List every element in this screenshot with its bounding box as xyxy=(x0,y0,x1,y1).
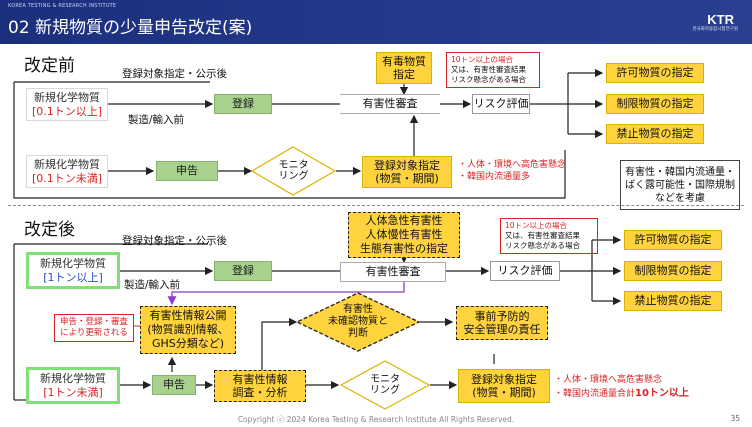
after-preventive: 事前予防的 安全管理の責任 xyxy=(456,306,548,340)
before-permit: 許可物質の指定 xyxy=(606,63,704,83)
section-before: 改定前 xyxy=(24,56,75,76)
before-restrict: 制限物質の指定 xyxy=(606,94,704,114)
after-chem-large: 新規化学物質 [1トン以上] xyxy=(26,252,120,289)
section-after: 改定後 xyxy=(24,220,75,240)
after-restrict: 制限物質の指定 xyxy=(624,261,722,281)
before-monitoring: モニタ リング xyxy=(251,146,336,196)
before-outer-loop xyxy=(13,82,566,199)
section-divider xyxy=(8,205,744,206)
page-title: 02 新規物質の少量申告改定(案) xyxy=(8,18,253,38)
after-risk-eval: リスク評価 xyxy=(490,261,560,281)
after-hazard-review: 有害性審査 xyxy=(340,262,446,282)
after-prohibit: 禁止物質の指定 xyxy=(624,291,722,311)
before-report: 申告 xyxy=(156,161,218,181)
after-report: 申告 xyxy=(152,375,196,395)
after-disclosure: 有害性情報公開 (物質識別情報、 GHS分類など) xyxy=(140,306,236,354)
ktr-logo-subtitle: 한국화학융합시험연구원 xyxy=(692,27,738,32)
before-label-manufacture: 製造/輸入前 xyxy=(128,114,185,126)
before-register: 登録 xyxy=(214,94,272,114)
copyright: Copyright ⓒ 2024 Korea Testing & Researc… xyxy=(237,415,515,424)
before-reg-target: 登録対象指定 (物質・期間) xyxy=(362,156,452,188)
before-consideration: 有害性・韓国内流通量・ ばく露可能性・国際規制 などを考慮 xyxy=(620,160,740,210)
after-update-note: 申告・登録・審査 により更新される xyxy=(54,314,134,342)
after-survey: 有害性情報 調査・分析 xyxy=(214,370,306,402)
before-label-designation: 登録対象指定・公示後 xyxy=(122,68,227,80)
before-note-10t: 10トン以上の場合 又は、有害性審査結果 リスク懸念がある場合 xyxy=(446,52,540,88)
before-hazard-review: 有害性審査 xyxy=(340,94,440,114)
after-register: 登録 xyxy=(214,261,272,281)
after-reg-target: 登録対象指定 (物質・期間) xyxy=(458,369,550,403)
before-prohibit: 禁止物質の指定 xyxy=(606,124,704,144)
before-chem-small: 新規化学物質 [0.1トン未満] xyxy=(26,155,108,188)
after-concern: ・人体・環境へ高危害懸念 ・韓国内流通量合計10トン以上 xyxy=(554,375,689,399)
after-permit: 許可物質の指定 xyxy=(624,230,722,250)
after-note-10t: 10トン以上の場合 又は、有害性審査結果 リスク懸念がある場合 xyxy=(500,218,598,254)
before-concern: ・人体・環境へ高危害懸念 ・韓国内流通量多 xyxy=(458,160,567,183)
before-risk-eval: リスク評価 xyxy=(472,94,530,114)
after-monitoring: モニタ リング xyxy=(340,360,430,410)
institute-name: KOREA TESTING & RESEARCH INSTITUTE xyxy=(8,3,117,9)
after-unconfirmed: 有害性 未確認物質と 判断 xyxy=(296,292,420,352)
after-label-manufacture: 製造/輸入前 xyxy=(124,279,181,291)
header-bar: KOREA TESTING & RESEARCH INSTITUTE 02 新規… xyxy=(0,0,752,44)
before-chem-large: 新規化学物質 [0.1トン以上] xyxy=(26,88,108,121)
after-hazard-designation: 人体急性有害性 人体慢性有害性 生態有害性の指定 xyxy=(348,212,460,258)
after-label-designation: 登録対象指定・公示後 xyxy=(122,235,227,247)
page-number: 35 xyxy=(730,414,740,423)
before-toxic-designation: 有毒物質 指定 xyxy=(376,52,432,84)
after-chem-small: 新規化学物質 [1トン未満] xyxy=(26,367,120,404)
ktr-logo: KTR xyxy=(707,12,734,27)
